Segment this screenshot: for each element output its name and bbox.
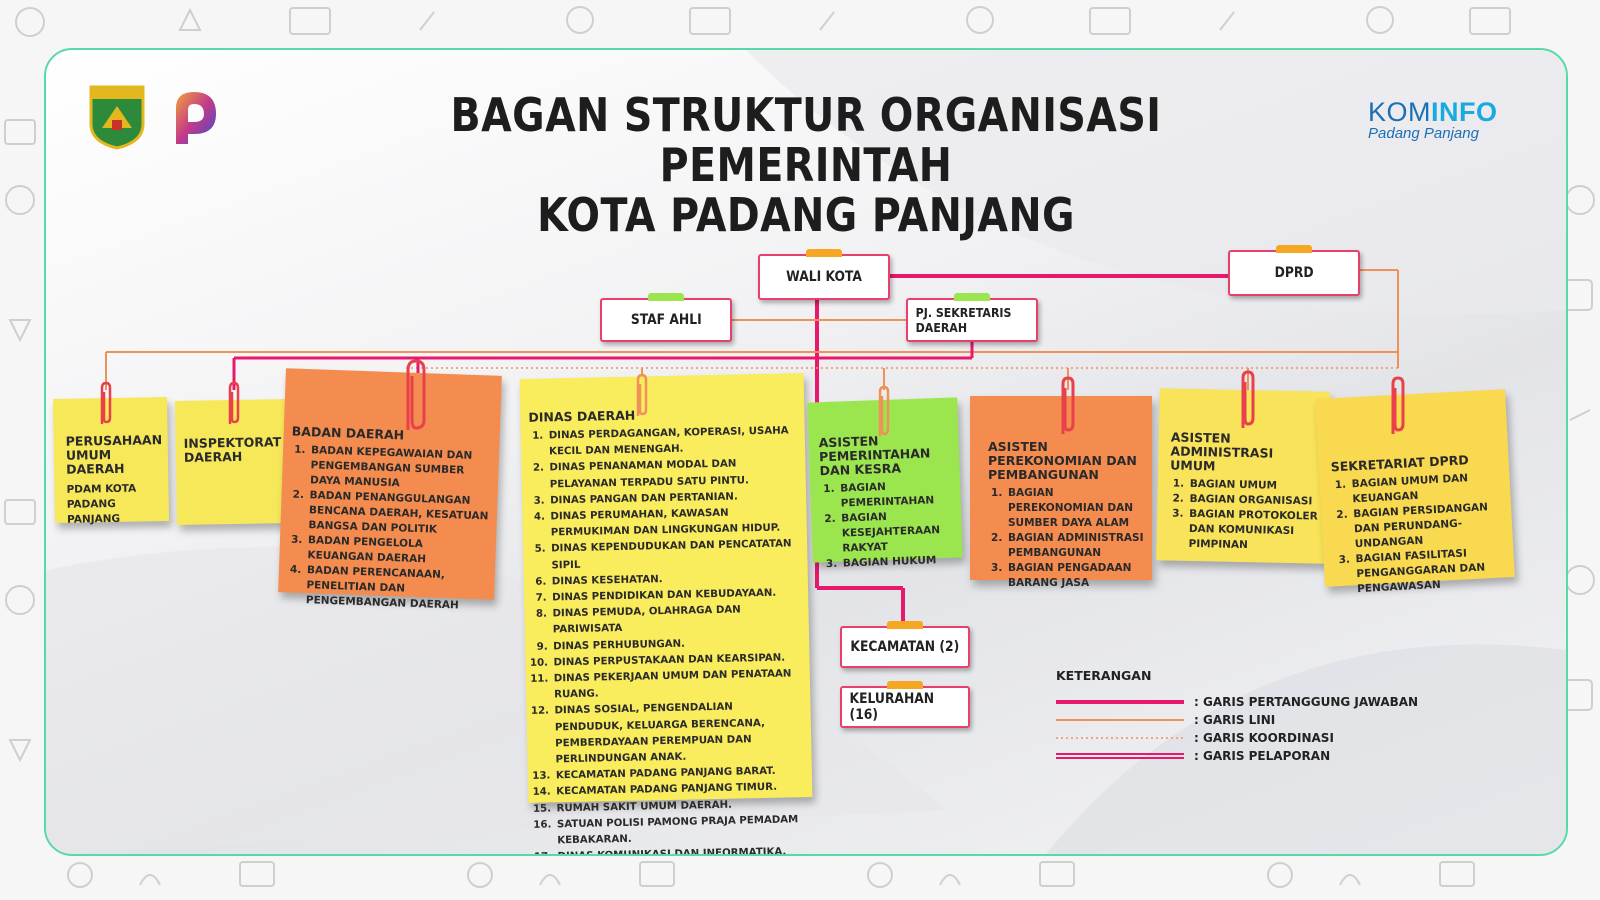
note-list: BAGIAN PEMERINTAHANBAGIAN KESEJAHTERAAN … [820, 478, 955, 573]
note-list-item: DINAS SOSIAL, PENGENDALIAN PENDUDUK, KEL… [552, 699, 803, 769]
note-list-item: DINAS PEMUDA, OLAHRAGA DAN PARIWISATA [550, 601, 801, 639]
legend-label: : GARIS KOORDINASI [1194, 731, 1334, 745]
legend-swatch-thick [1056, 700, 1184, 704]
paperclip-icon [1241, 370, 1255, 428]
note-title: ASISTEN PEREKONOMIAN DAN PEMBANGUNAN [988, 439, 1137, 482]
note-list-item: BAGIAN ADMINISTRASI PEMBANGUNAN [1006, 531, 1144, 561]
note-list-item: SATUAN POLISI PAMONG PRAJA PEMADAM KEBAK… [555, 812, 806, 850]
legend-label: : GARIS PERTANGGUNG JAWABAN [1194, 695, 1419, 709]
kominfo-part1: KOM [1368, 97, 1432, 127]
node-kelurahan: KELURAHAN (16) [840, 681, 970, 728]
paperclip-icon [878, 385, 890, 436]
note-title: DINAS DAERAH [528, 407, 636, 425]
note-list-item: BAGIAN KESEJAHTERAAN RAKYAT [839, 508, 955, 557]
note-title: ASISTEN ADMINISTRASI UMUM [1170, 429, 1274, 474]
note-list-item: DINAS PENANAMAN MODAL DAN PELAYANAN TERP… [547, 456, 798, 494]
legend-swatch-double [1056, 753, 1184, 759]
note-dinas-daerah: DINAS DAERAH DINAS PERDAGANGAN, KOPERASI… [519, 373, 813, 854]
note-body: PDAM KOTA PADANG PANJANG [66, 482, 137, 526]
note-list-item: BADAN KEPEGAWAIAN DAN PENGEMBANGAN SUMBE… [308, 443, 491, 494]
note-list-item: DINAS PERUMAHAN, KAWASAN PERMUKIMAN DAN … [548, 504, 799, 542]
paperclip-icon [100, 381, 112, 424]
chart-frame: BAGAN STRUKTUR ORGANISASI PEMERINTAH KOT… [44, 48, 1568, 856]
legend-item: : GARIS LINI [1056, 711, 1418, 729]
paperclip-icon [228, 381, 240, 424]
kominfo-part2: INFO [1431, 97, 1498, 127]
legend: KETERANGAN : GARIS PERTANGGUNG JAWABAN :… [1056, 668, 1418, 765]
note-title: PERUSAHAAN UMUM DAERAH [65, 432, 163, 477]
note-list: BAGIAN PEREKONOMIAN DAN SUMBER DAYA ALAM… [988, 486, 1144, 591]
node-sekretaris-daerah: PJ. SEKRETARIS DAERAH [906, 293, 1038, 342]
node-kecamatan-label: KECAMATAN (2) [850, 639, 960, 655]
legend-item: : GARIS KOORDINASI [1056, 729, 1418, 747]
note-badan-daerah: BADAN DAERAH BADAN KEPEGAWAIAN DAN PENGE… [278, 368, 502, 611]
title-line-1: BAGAN STRUKTUR ORGANISASI PEMERINTAH [450, 88, 1162, 192]
note-list-item: DINAS KEPENDUDUKAN DAN PENCATATAN SIPIL [549, 537, 800, 575]
note-list-item: BAGIAN PERSIDANGAN DAN PERUNDANG-UNDANGA… [1351, 499, 1505, 552]
kominfo-subtitle: Padang Panjang [1368, 125, 1479, 142]
note-sekretariat-dprd: SEKRETARIAT DPRD BAGIAN UMUM DAN KEUANGA… [1315, 389, 1515, 595]
note-list: BADAN KEPEGAWAIAN DAN PENGEMBANGAN SUMBE… [286, 443, 492, 615]
node-wali-kota-label: WALI KOTA [786, 269, 862, 285]
paperclip-icon [1061, 376, 1075, 434]
legend-label: : GARIS LINI [1194, 713, 1276, 727]
note-list: DINAS PERDAGANGAN, KOPERASI, USAHA KECIL… [529, 423, 806, 854]
legend-swatch-thin [1056, 719, 1184, 721]
legend-title: KETERANGAN [1056, 668, 1152, 683]
node-tab [806, 249, 842, 257]
node-tab [954, 293, 990, 301]
note-list-item: BADAN PENANGGULANGAN BENCANA DAERAH, KES… [306, 488, 489, 539]
note-list-item: BAGIAN FASILITASI PENGANGGARAN DAN PENGA… [1353, 544, 1507, 597]
page-title: BAGAN STRUKTUR ORGANISASI PEMERINTAH KOT… [350, 90, 1262, 240]
note-list: BAGIAN UMUMBAGIAN ORGANISASIBAGIAN PROTO… [1168, 476, 1320, 554]
node-tab [1276, 245, 1312, 253]
note-list: BAGIAN UMUM DAN KEUANGANBAGIAN PERSIDANG… [1331, 469, 1507, 598]
legend-item: : GARIS PELAPORAN [1056, 747, 1418, 765]
note-list-item: BADAN PERENCANAAN, PENELITIAN DAN PENGEM… [304, 563, 487, 614]
node-kelurahan-label: KELURAHAN (16) [849, 691, 935, 723]
paperclip-icon [636, 373, 648, 416]
node-staf-ahli: STAF AHLI [600, 293, 732, 342]
note-title: INSPEKTORAT DAERAH [183, 434, 282, 465]
note-list-item: DINAS PERDAGANGAN, KOPERASI, USAHA KECIL… [547, 423, 798, 461]
node-kecamatan: KECAMATAN (2) [840, 621, 970, 668]
note-list-item: DINAS PEKERJAAN UMUM DAN PENATAAN RUANG. [552, 666, 803, 704]
kominfo-logo: KOMINFO Padang Panjang [1368, 98, 1508, 142]
dinas-logo [162, 86, 224, 148]
note-list-item: BAGIAN PENGADAAN BARANG JASA [1006, 561, 1144, 591]
note-list-item: BAGIAN PEREKONOMIAN DAN SUMBER DAYA ALAM [1006, 486, 1144, 531]
connector-lines [105, 269, 1399, 626]
node-tab [887, 621, 923, 629]
title-line-2: KOTA PADANG PANJANG [537, 188, 1075, 242]
legend-item: : GARIS PERTANGGUNG JAWABAN [1056, 693, 1418, 711]
note-list-item: BAGIAN PEMERINTAHAN [838, 478, 953, 512]
legend-label: : GARIS PELAPORAN [1194, 749, 1331, 763]
note-list-item: BAGIAN PROTOKOLER DAN KOMUNIKASI PIMPINA… [1186, 507, 1319, 555]
background-swoosh [46, 50, 1566, 854]
node-tab [887, 681, 923, 689]
node-sekda-label: PJ. SEKRETARIS DAERAH [915, 305, 1012, 335]
node-dprd-label: DPRD [1274, 265, 1314, 281]
node-tab [648, 293, 684, 301]
node-dprd: DPRD [1228, 245, 1360, 296]
padang-panjang-emblem [88, 84, 146, 150]
note-asisten-perekonomian: ASISTEN PEREKONOMIAN DAN PEMBANGUNAN BAG… [970, 396, 1152, 589]
node-staf-ahli-label: STAF AHLI [630, 312, 702, 328]
note-title: BADAN DAERAH [291, 423, 405, 443]
node-wali-kota: WALI KOTA [758, 249, 890, 300]
legend-swatch-dotted [1056, 737, 1184, 739]
paperclip-icon [406, 359, 426, 430]
paperclip-icon [1391, 376, 1405, 434]
